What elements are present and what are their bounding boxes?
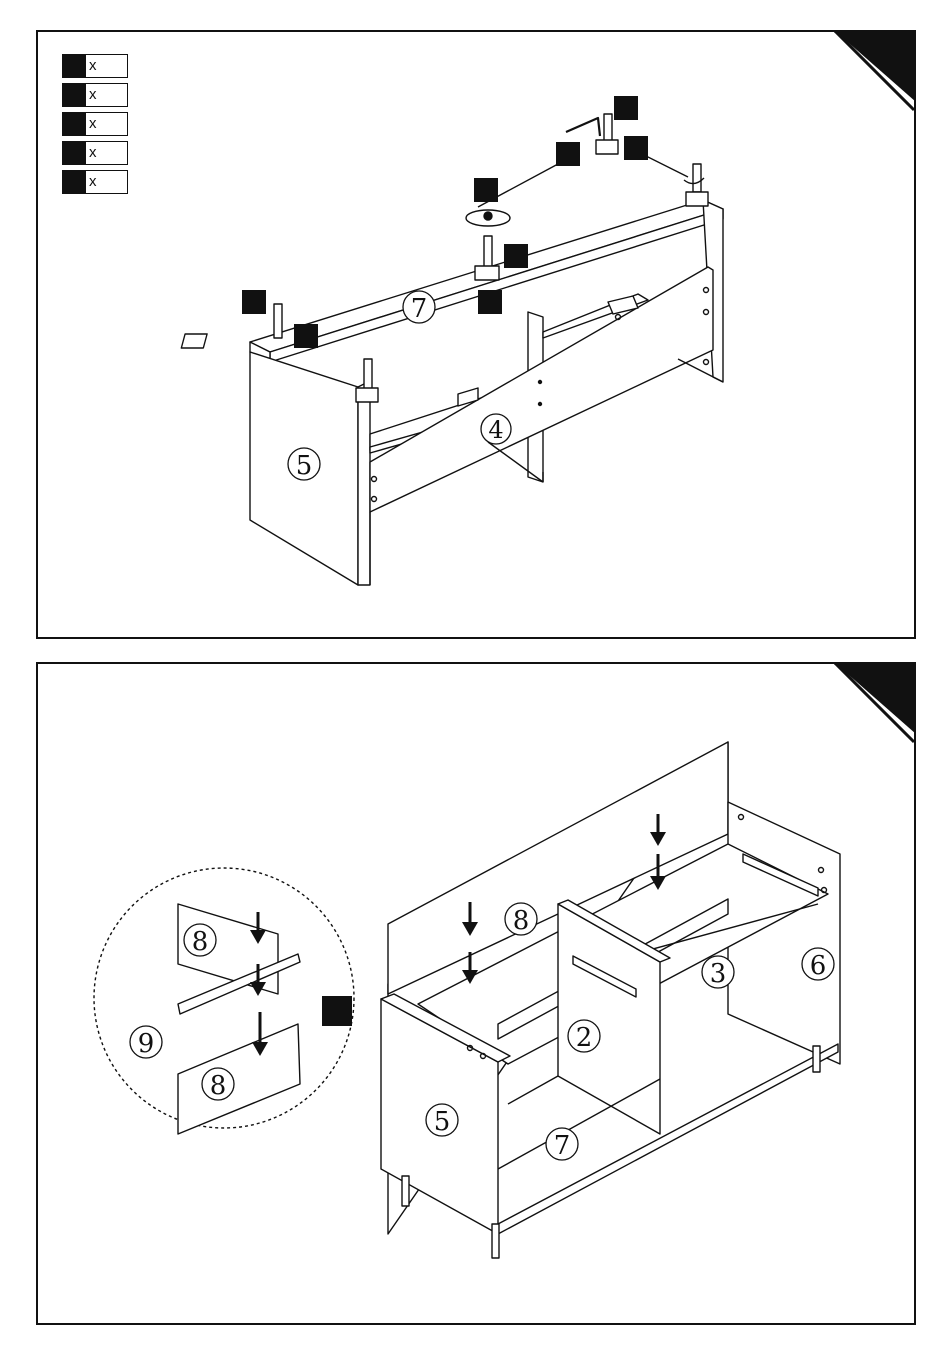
part-label-detail-back-bottom: 8 bbox=[210, 1071, 227, 1101]
leg-front-right bbox=[356, 359, 378, 402]
part-label-rail: 4 bbox=[488, 416, 503, 444]
part-label-detail-back-top: 8 bbox=[192, 927, 209, 957]
part-label-detail-connector: 9 bbox=[138, 1029, 155, 1059]
part-label-right-side: 6 bbox=[810, 951, 827, 981]
part-label-left-side: 5 bbox=[434, 1107, 451, 1137]
back-panel-assembly-drawing: 8 8 8 9 2 3 6 5 7 bbox=[38, 664, 914, 1323]
part-label-divider-rail: 2 bbox=[576, 1023, 593, 1053]
cabinet-leg-assembly-drawing: 7 5 4 bbox=[38, 32, 914, 637]
part-label-top-panel: 7 bbox=[411, 294, 428, 324]
allen-key-tool bbox=[566, 118, 600, 136]
callout-markers bbox=[242, 96, 648, 348]
callout-marker bbox=[322, 996, 352, 1026]
part-label-back-panel: 8 bbox=[513, 906, 530, 936]
leg-back-right bbox=[684, 164, 708, 206]
part-label-side-panel: 5 bbox=[296, 451, 313, 481]
part-label-bottom-panel: 7 bbox=[554, 1131, 571, 1161]
step-panel-top: x x x x x bbox=[36, 30, 916, 639]
step-panel-bottom: 8 8 8 9 2 3 6 5 7 bbox=[36, 662, 916, 1325]
part-label-middle-rail: 3 bbox=[710, 959, 727, 989]
